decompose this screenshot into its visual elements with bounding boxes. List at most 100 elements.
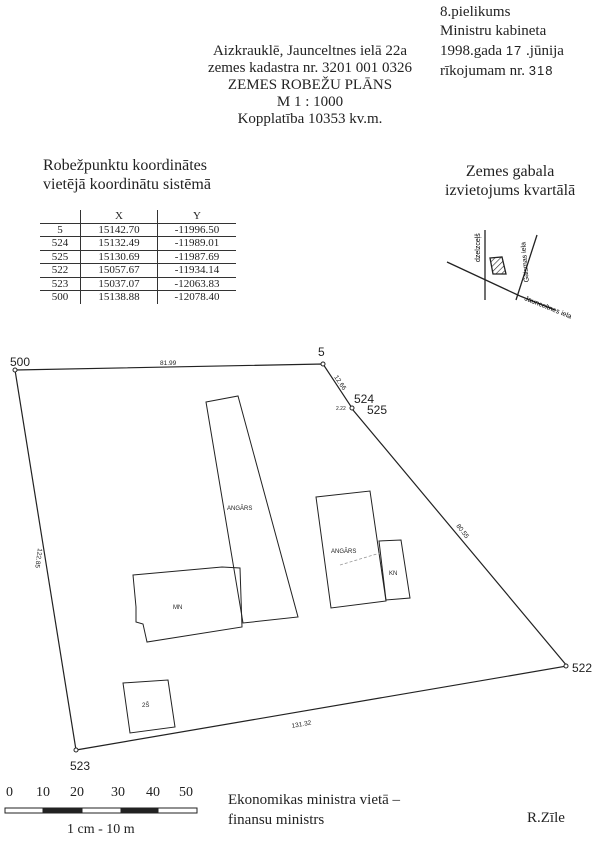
appendix-date: 1998.gada 17 .jūnija — [440, 41, 564, 61]
scale-segment — [4, 807, 44, 814]
dashed-line — [339, 552, 381, 566]
point-id: 524 — [40, 236, 81, 251]
scale-tick: 40 — [146, 785, 160, 800]
location-inset — [446, 230, 556, 311]
building-kn — [378, 539, 411, 601]
street-line — [519, 295, 556, 311]
x-value: 15130.69 — [80, 250, 158, 264]
column-header-x: X — [80, 210, 158, 224]
point-label-525: 525 — [367, 403, 387, 417]
appendix-note: 8.pielikums Ministru kabineta 1998.gada … — [440, 3, 564, 81]
distance-label: 80.55 — [454, 523, 470, 540]
address: Aizkrauklē, Jaunceltnes ielā 22a — [212, 43, 408, 59]
distance-label: 2.22 — [336, 406, 346, 412]
signatory-name: R.Zīle — [527, 810, 565, 826]
point-label-5: 5 — [318, 345, 325, 359]
street-label: dzelzceļš — [475, 233, 482, 262]
y-value: -12063.83 — [157, 277, 236, 291]
y-value: -11989.01 — [157, 236, 236, 251]
building-hangar-2 — [315, 490, 387, 609]
street-label: Jaunceltnes iela — [523, 295, 572, 320]
x-value: 15037.07 — [80, 277, 158, 291]
y-value: -11934.14 — [157, 263, 236, 278]
appendix-month: .jūnija — [526, 43, 564, 59]
scale-tick: 50 — [179, 785, 193, 800]
signature-line: Ekonomikas ministra vietā – — [228, 792, 401, 808]
plan-scale: M 1 : 1000 — [276, 94, 344, 110]
table-header: X Y — [40, 210, 236, 224]
distance-label: 131.32 — [291, 720, 312, 730]
distance-label: 12.66 — [332, 374, 347, 392]
point-id: 500 — [51, 291, 69, 304]
point-label-523: 523 — [70, 759, 90, 773]
scale-tick: 0 — [6, 785, 13, 800]
appendix-year: 1998.gada — [440, 43, 503, 59]
boundary-point-524 — [349, 405, 355, 411]
street-line — [446, 261, 521, 297]
y-value: -11996.50 — [157, 223, 236, 237]
point-label-500: 500 — [10, 355, 30, 369]
appendix-order-number: 318 — [528, 63, 554, 78]
y-value: -11987.69 — [157, 250, 236, 264]
plan-title: ZEMES ROBEŽU PLĀNS — [227, 77, 393, 93]
signature-position: Ekonomikas ministra vietā – finansu mini… — [228, 790, 400, 830]
appendix-order: rīkojumam nr. 318 — [440, 61, 564, 81]
point-id: 523 — [40, 277, 81, 291]
x-value: 15138.88 — [80, 290, 158, 304]
location-title-line: izvietojums kvartālā — [445, 182, 576, 199]
signature-line: finansu ministrs — [228, 812, 325, 828]
appendix-number: 8.pielikums — [440, 4, 511, 20]
point-label-524: 524 — [354, 392, 374, 406]
boundary-point-523 — [73, 747, 79, 753]
appendix-issuer: Ministru kabineta — [440, 23, 547, 39]
x-value: 15132.49 — [80, 236, 158, 251]
street-label: Gaismas iela — [520, 242, 531, 283]
boundary-point-522 — [563, 663, 569, 669]
coordinates-title-line: vietējā koordinātu sistēmā — [43, 176, 211, 193]
scale-tick: 30 — [111, 785, 125, 800]
parcel-marker — [489, 256, 507, 275]
distance-label: 122.85 — [33, 548, 43, 569]
scale-tick: 10 — [36, 785, 50, 800]
total-area: Kopplatība 10353 kv.m. — [237, 111, 383, 127]
cadastre-number: zemes kadastra nr. 3201 001 0326 — [207, 60, 413, 76]
building-label: ANGĀRS — [331, 548, 356, 555]
boundary-point-500 — [12, 367, 18, 373]
point-label-522: 522 — [572, 661, 592, 675]
boundary-point-5 — [320, 361, 326, 367]
scale-bar — [4, 807, 198, 814]
scale-segment — [81, 807, 122, 814]
scale-segment — [42, 807, 83, 814]
boundary-points — [12, 361, 569, 753]
location-title: Zemes gabala izvietojums kvartālā — [445, 162, 575, 200]
coordinates-title: Robežpunktu koordinātes vietējā koordinā… — [43, 156, 211, 194]
parcel-boundary — [14, 363, 569, 751]
building-hangar-1 — [205, 395, 299, 624]
building-label: 2Š — [142, 702, 149, 709]
column-header — [40, 210, 81, 224]
point-id: 522 — [40, 263, 81, 278]
scale-segment — [157, 807, 198, 814]
appendix-order-label: rīkojumam nr. — [440, 63, 525, 79]
building-mn — [132, 566, 243, 643]
coordinates-title-line: Robežpunktu koordinātes — [43, 157, 207, 174]
point-id: 5 — [40, 223, 81, 237]
building-label: MN — [173, 605, 182, 611]
street-line — [515, 234, 538, 301]
building-2s — [122, 679, 176, 734]
scale-label: 1 cm - 10 m — [67, 822, 135, 837]
scale-segment — [120, 807, 159, 814]
distance-label: 81.99 — [160, 360, 177, 367]
document-header: Aizkrauklē, Jaunceltnes ielā 22a zemes k… — [180, 43, 440, 128]
x-value: 15142.70 — [80, 223, 158, 237]
scale-tick: 20 — [70, 785, 84, 800]
